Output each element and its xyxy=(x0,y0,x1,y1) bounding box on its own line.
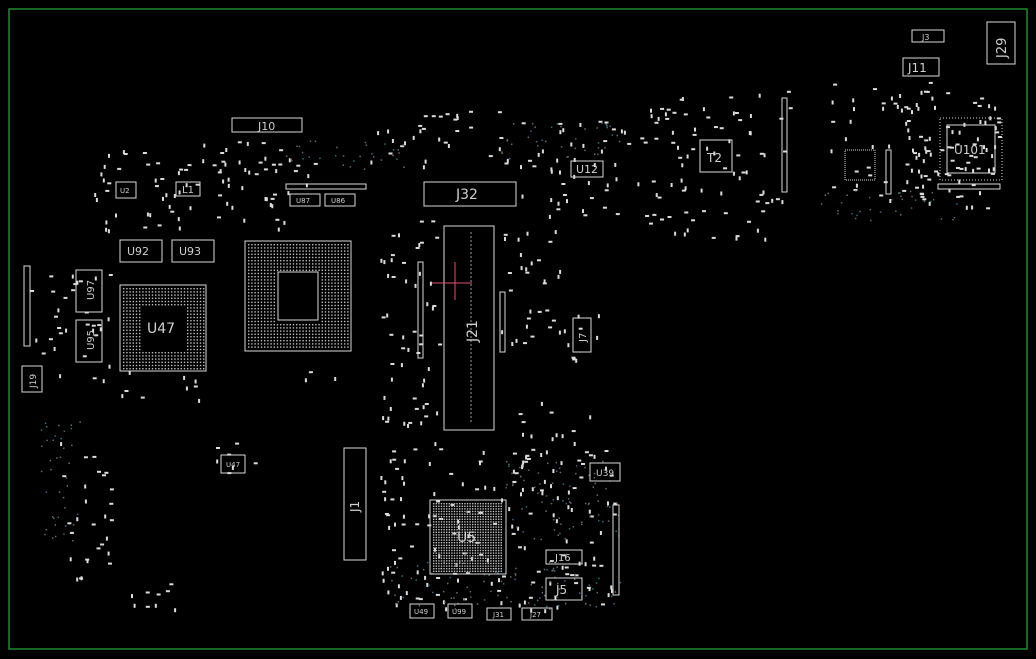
strip-left-edge xyxy=(23,265,31,347)
label-J5: J5 xyxy=(555,583,567,597)
pad-field xyxy=(30,81,1002,614)
label-U92: U92 xyxy=(127,245,149,258)
label-J16: J16 xyxy=(554,553,571,564)
label-U95: U95 xyxy=(86,330,97,350)
label-J29: J29 xyxy=(995,38,1010,59)
bga-grid-cpu xyxy=(248,244,349,348)
label-U5: U5 xyxy=(457,530,476,546)
component-J32[interactable]: J32 xyxy=(423,181,517,207)
label-U101: U101 xyxy=(954,143,986,157)
strip-right-mid xyxy=(781,97,788,193)
component-J29[interactable]: J29 xyxy=(986,21,1016,65)
component-U92[interactable]: U92 xyxy=(119,239,163,263)
component-U87[interactable]: U87 xyxy=(289,193,321,207)
label-J32: J32 xyxy=(455,187,478,203)
label-U2: U2 xyxy=(120,187,130,195)
strip-right-edge xyxy=(885,149,892,195)
component-U49[interactable]: U49 xyxy=(409,603,435,619)
component-J19[interactable]: J19 xyxy=(21,365,43,393)
label-J27: J27 xyxy=(529,611,541,619)
component-J1[interactable]: J1 xyxy=(343,447,367,561)
strip-top-u87 xyxy=(285,183,367,190)
label-J7: J7 xyxy=(578,333,589,343)
board-outline xyxy=(8,8,1028,650)
label-J10: J10 xyxy=(257,120,275,133)
component-U47[interactable]: U47 xyxy=(119,284,207,372)
component-J31[interactable]: J31 xyxy=(486,607,512,621)
component-J10[interactable]: J10 xyxy=(231,117,303,133)
label-J1: J1 xyxy=(348,501,362,513)
strip-j21-left xyxy=(417,261,424,359)
component-cpu-bga[interactable] xyxy=(244,240,352,352)
component-U93[interactable]: U93 xyxy=(171,239,215,263)
bga-grid-U5 xyxy=(433,503,502,572)
component-J21[interactable]: J21 xyxy=(432,225,495,431)
label-U93: U93 xyxy=(179,245,201,258)
component-U97[interactable]: U97 xyxy=(75,269,103,313)
component-L1[interactable]: L1 xyxy=(175,181,201,197)
label-J21: J21 xyxy=(465,320,481,343)
strip-j21-right xyxy=(499,291,506,353)
component-U86[interactable]: U86 xyxy=(324,193,356,207)
strip-right-u101 xyxy=(937,183,1001,190)
label-U47: U47 xyxy=(147,321,175,337)
bga-grid-U47 xyxy=(123,288,205,370)
strip-bottom-right xyxy=(612,504,620,596)
component-J27[interactable]: J27 xyxy=(521,607,553,621)
component-U2[interactable]: U2 xyxy=(115,181,137,199)
component-U101[interactable]: U101 xyxy=(939,117,1003,181)
component-J5[interactable]: J5 xyxy=(545,577,583,601)
label-U87: U87 xyxy=(296,197,310,205)
component-J16[interactable]: J16 xyxy=(545,549,583,565)
label-J19: J19 xyxy=(29,374,39,389)
label-U49: U49 xyxy=(414,608,428,616)
component-U99[interactable]: U99 xyxy=(447,603,473,619)
via-field xyxy=(40,122,958,610)
component-J7[interactable]: J7 xyxy=(572,317,592,353)
component-U5[interactable]: U5 xyxy=(429,499,507,575)
label-J31: J31 xyxy=(492,611,504,619)
component-J11[interactable]: J11 xyxy=(902,57,940,77)
label-U97: U97 xyxy=(86,280,97,300)
component-J3[interactable]: J3 xyxy=(911,29,945,43)
component-small-bga-right[interactable] xyxy=(844,149,876,181)
label-U86: U86 xyxy=(331,197,346,205)
component-U39[interactable]: U39 xyxy=(589,462,621,482)
label-T2: T2 xyxy=(706,151,722,165)
label-U12: U12 xyxy=(576,163,598,176)
label-J3: J3 xyxy=(921,33,929,42)
component-U12[interactable]: U12 xyxy=(570,160,604,178)
label-J11: J11 xyxy=(907,61,927,75)
label-L1: L1 xyxy=(182,185,194,196)
label-U39: U39 xyxy=(596,469,614,479)
label-U99: U99 xyxy=(452,608,466,616)
component-U95[interactable]: U95 xyxy=(75,319,103,363)
label-U47-small: U47 xyxy=(226,461,240,469)
component-T2[interactable]: T2 xyxy=(699,139,733,173)
component-U47-small[interactable]: U47 xyxy=(220,454,246,474)
